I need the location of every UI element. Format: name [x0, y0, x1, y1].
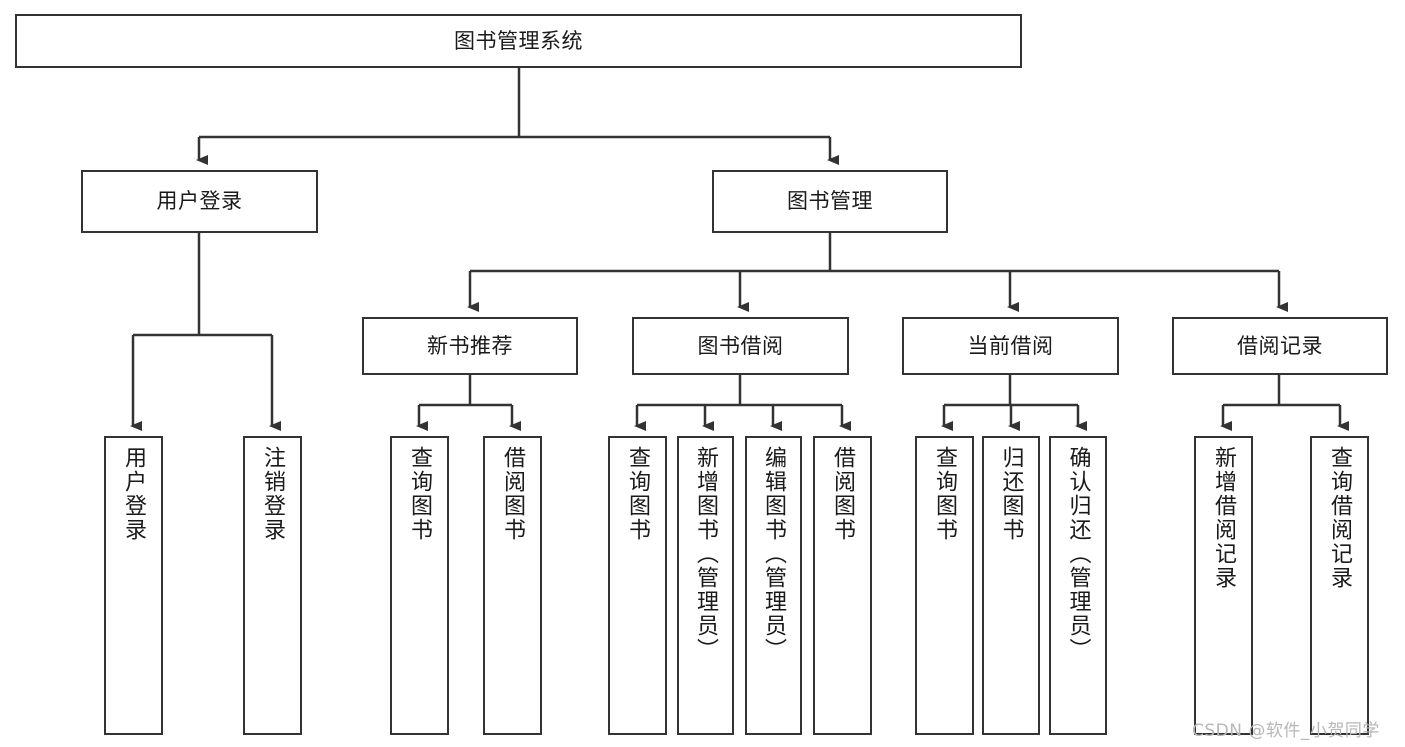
leaf-new-book-1-label: 查询图书 — [407, 446, 433, 542]
node-current-borrow-label: 当前借阅 — [967, 333, 1054, 358]
leaf-new-book-1[interactable]: 查询图书 — [390, 436, 449, 735]
leaf-current-borrow-3-label: 确认归还（管理员） — [1065, 446, 1091, 662]
leaf-borrow-record-2-label: 查询借阅记录 — [1327, 446, 1353, 590]
leaf-book-borrow-1-label: 查询图书 — [625, 446, 651, 542]
leaf-user-login-2-label: 注销登录 — [260, 446, 286, 542]
leaf-borrow-record-1[interactable]: 新增借阅记录 — [1194, 436, 1253, 735]
node-book-management-label: 图书管理 — [787, 189, 873, 214]
node-current-borrow[interactable]: 当前借阅 — [902, 317, 1119, 375]
node-book-borrow-label: 图书借阅 — [697, 333, 784, 358]
node-root[interactable]: 图书管理系统 — [15, 14, 1022, 68]
leaf-book-borrow-3[interactable]: 编辑图书（管理员） — [745, 436, 802, 735]
leaf-new-book-2[interactable]: 借阅图书 — [483, 436, 542, 735]
leaf-book-borrow-4-label: 借阅图书 — [830, 446, 856, 542]
node-borrow-record-label: 借阅记录 — [1237, 333, 1323, 358]
leaf-book-borrow-1[interactable]: 查询图书 — [608, 436, 667, 735]
node-book-management[interactable]: 图书管理 — [712, 170, 948, 233]
watermark-text: CSDN @软件_小贺同学 — [1192, 721, 1380, 741]
node-user-login-label: 用户登录 — [156, 189, 243, 214]
leaf-book-borrow-2-label: 新增图书（管理员） — [693, 446, 719, 662]
node-new-book-recommend[interactable]: 新书推荐 — [362, 317, 578, 375]
node-user-login[interactable]: 用户登录 — [81, 170, 318, 233]
node-book-borrow[interactable]: 图书借阅 — [632, 317, 849, 375]
leaf-book-borrow-2[interactable]: 新增图书（管理员） — [677, 436, 734, 735]
leaf-user-login-1-label: 用户登录 — [121, 446, 147, 542]
leaf-book-borrow-4[interactable]: 借阅图书 — [813, 436, 872, 735]
leaf-current-borrow-3[interactable]: 确认归还（管理员） — [1049, 436, 1107, 735]
leaf-current-borrow-1[interactable]: 查询图书 — [915, 436, 974, 735]
leaf-book-borrow-3-label: 编辑图书（管理员） — [761, 446, 787, 662]
leaf-user-login-2[interactable]: 注销登录 — [243, 436, 302, 735]
node-borrow-record[interactable]: 借阅记录 — [1172, 317, 1388, 375]
leaf-borrow-record-2[interactable]: 查询借阅记录 — [1310, 436, 1369, 735]
node-new-book-recommend-label: 新书推荐 — [427, 333, 513, 358]
leaf-current-borrow-1-label: 查询图书 — [932, 446, 958, 542]
leaf-borrow-record-1-label: 新增借阅记录 — [1211, 446, 1237, 590]
leaf-current-borrow-2-label: 归还图书 — [998, 446, 1024, 542]
leaf-user-login-1[interactable]: 用户登录 — [104, 436, 163, 735]
leaf-new-book-2-label: 借阅图书 — [500, 446, 526, 542]
leaf-current-borrow-2[interactable]: 归还图书 — [982, 436, 1040, 735]
node-root-label: 图书管理系统 — [454, 28, 583, 53]
